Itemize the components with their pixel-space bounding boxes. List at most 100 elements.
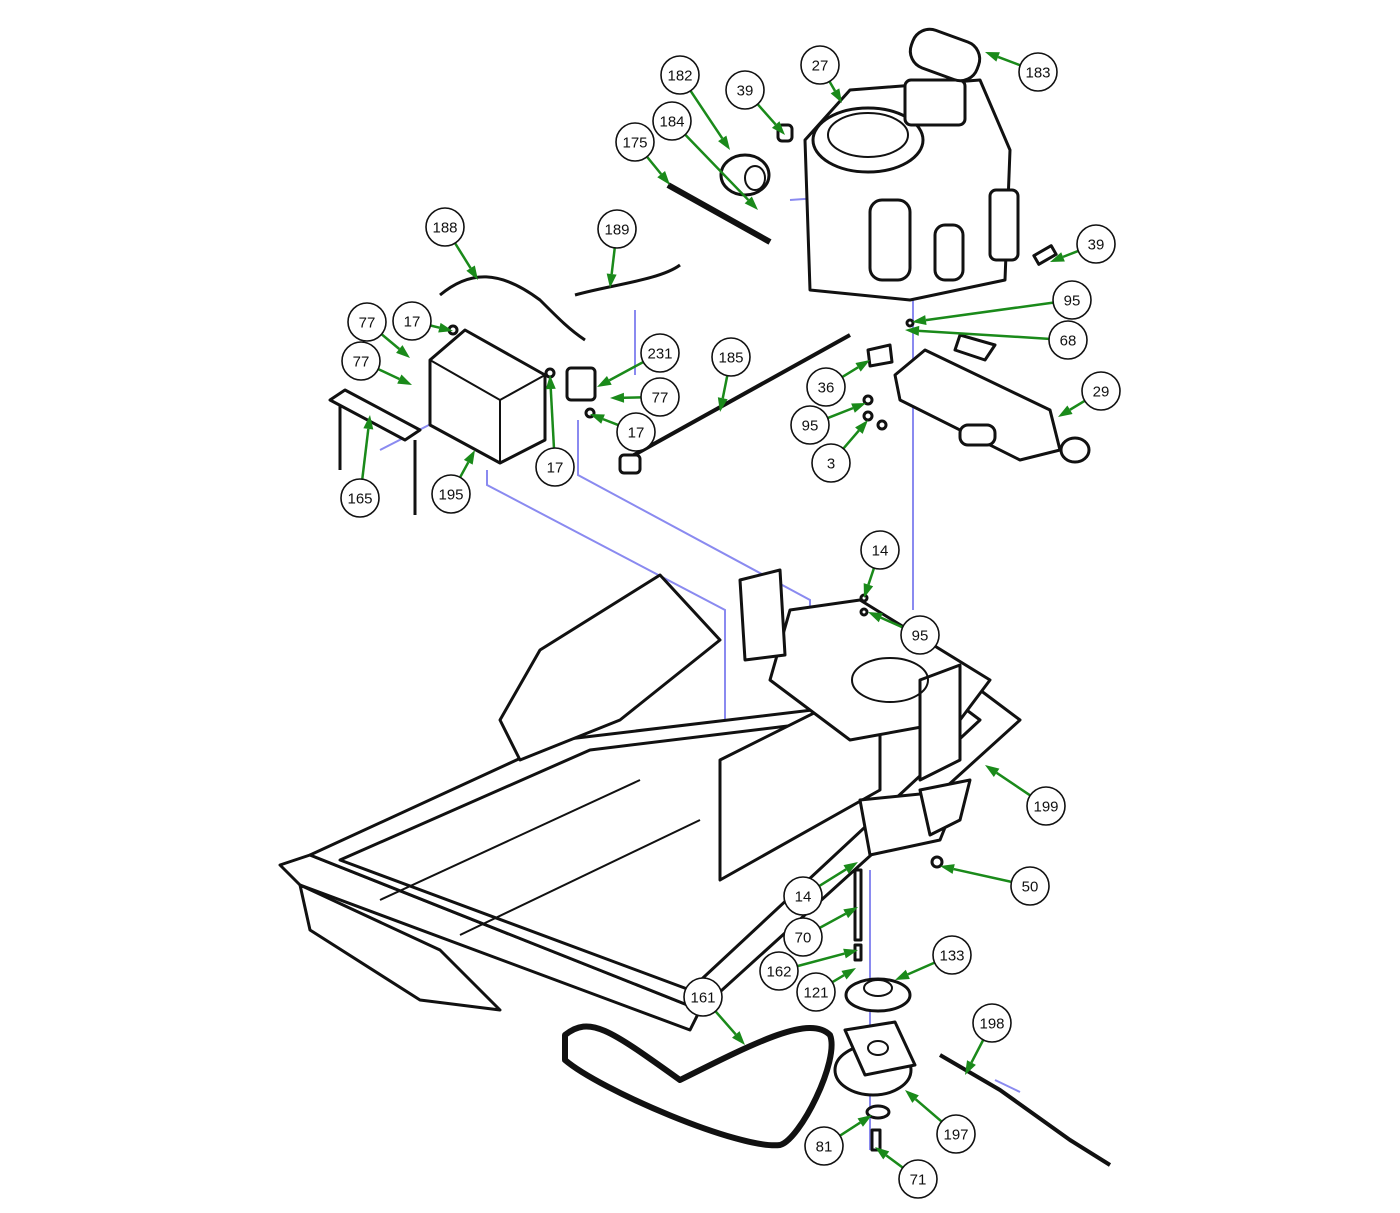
callout-label: 14 [795, 889, 812, 906]
leader-line [818, 868, 847, 888]
callout-circle [711, 337, 751, 377]
callout-label: 71 [910, 1172, 927, 1189]
callout-circle [811, 443, 851, 483]
leader-line [1062, 249, 1079, 259]
callout-label: 95 [1064, 293, 1081, 310]
callout-95: 95 [912, 280, 1092, 326]
callout-label: 182 [667, 68, 692, 85]
arrowhead-icon [868, 612, 883, 623]
leader-line [953, 867, 1012, 884]
callout-185: 185 [711, 337, 751, 412]
leader-line [610, 247, 617, 275]
callout-circle [800, 45, 840, 85]
callout-label: 175 [622, 135, 647, 152]
arrowhead-icon [438, 322, 453, 333]
callout-label: 17 [547, 460, 564, 477]
arrowhead-icon [841, 968, 856, 980]
arrowhead-icon [396, 345, 410, 358]
callout-17: 17 [590, 412, 656, 452]
callout-161: 161 [683, 977, 745, 1045]
callout-label: 77 [359, 315, 376, 332]
leader-line [907, 961, 936, 976]
callout-circle [597, 209, 637, 249]
arrowhead-icon [843, 948, 858, 959]
leader-line [721, 375, 729, 399]
callout-label: 121 [803, 985, 828, 1002]
callout-81: 81 [804, 1115, 872, 1166]
callout-39: 39 [1050, 224, 1116, 264]
pulley-133 [844, 977, 912, 1013]
leader-line [914, 1098, 943, 1123]
muffler-29 [893, 333, 1091, 464]
callout-circle [616, 412, 656, 452]
leader-line [918, 329, 1050, 341]
mower-frame [278, 568, 1022, 1032]
arrowhead-icon [610, 392, 625, 403]
callout-14: 14 [860, 530, 900, 598]
leader-line [361, 428, 370, 480]
leader-line [880, 616, 904, 629]
arrowhead-icon [718, 135, 730, 150]
battery-195 [428, 328, 547, 465]
callout-circle [1048, 320, 1088, 360]
callout-17: 17 [535, 375, 575, 487]
callout-77: 77 [341, 341, 412, 385]
arrowhead-icon [717, 397, 728, 412]
arrowhead-icon [830, 88, 842, 103]
callout-circle [783, 876, 823, 916]
callout-77: 77 [347, 302, 410, 358]
callout-121: 121 [796, 968, 856, 1012]
callout-39: 39 [725, 70, 785, 135]
leader-line [828, 80, 837, 92]
callout-circle [1010, 866, 1050, 906]
callout-circle [652, 101, 692, 141]
callout-68: 68 [905, 320, 1088, 360]
leader-line [842, 429, 860, 450]
callout-circle [1052, 280, 1092, 320]
callout-71: 71 [875, 1147, 938, 1199]
callout-188: 188 [425, 207, 478, 280]
arrowhead-icon [466, 265, 478, 280]
arrowhead-icon [985, 765, 1000, 777]
leader-line [867, 567, 876, 586]
callout-label: 36 [818, 380, 835, 397]
callout-label: 39 [1088, 237, 1105, 254]
callout-183: 183 [985, 52, 1058, 92]
callout-label: 50 [1022, 879, 1039, 896]
callout-27: 27 [800, 45, 842, 103]
fuel-line-175 [666, 182, 772, 245]
callout-circle [898, 1159, 938, 1199]
arrowhead-icon [965, 1060, 976, 1075]
callout-circle [932, 935, 972, 975]
callout-70: 70 [783, 907, 858, 957]
arrowhead-icon [940, 864, 955, 874]
leader-line [714, 1010, 737, 1036]
callout-circle [725, 70, 765, 110]
arrowhead-icon [597, 375, 612, 387]
callout-circle [640, 377, 680, 417]
callout-circle [341, 341, 381, 381]
callout-circle [615, 122, 655, 162]
callout-3: 3 [811, 420, 868, 483]
callout-circle [683, 977, 723, 1017]
callout-162: 162 [759, 948, 858, 991]
callout-17: 17 [392, 301, 453, 341]
battery-cables [439, 263, 851, 475]
callout-circle [431, 474, 471, 514]
leader-line [608, 360, 644, 382]
leader-line [684, 133, 750, 201]
callout-circle [796, 972, 836, 1012]
callout-label: 3 [827, 456, 835, 473]
callout-circle [936, 1114, 976, 1154]
callout-95: 95 [868, 612, 940, 655]
callout-label: 27 [812, 58, 829, 75]
callout-29: 29 [1058, 371, 1121, 417]
callout-95: 95 [790, 403, 866, 445]
callout-133: 133 [895, 935, 972, 980]
callout-circle [1081, 371, 1121, 411]
leader-line [689, 90, 724, 140]
callout-circle [1026, 786, 1066, 826]
arrowhead-icon [744, 196, 758, 210]
leader-line [602, 417, 619, 427]
